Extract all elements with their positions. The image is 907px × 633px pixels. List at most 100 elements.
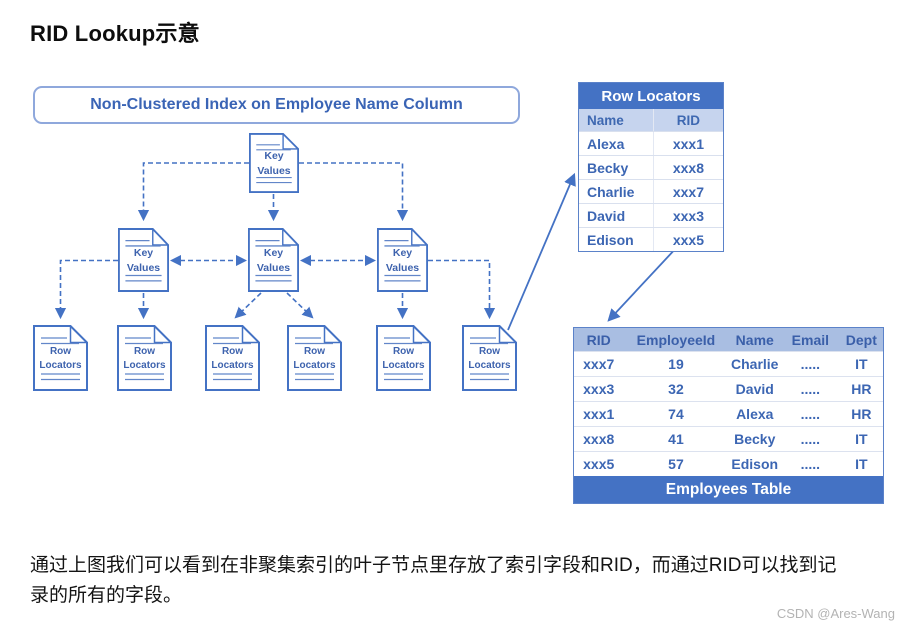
row-locators-table: Row Locators Name RID Alexa xxx1 Becky x… [578,82,724,252]
cell-rid: xxx7 [672,183,704,200]
cell-rid: xxx7 [583,356,615,372]
row-locators-node-3: Row Locators [205,325,260,391]
table-row: Edison xxx5 [579,227,723,251]
edge-root-to-mid-left [137,162,249,222]
node-label: Row Locators [382,346,425,371]
cell-email: ..... [800,381,821,397]
cell-name: Alexa [579,132,654,155]
key-values-node-root: Key Values [249,133,299,193]
edge-root-to-mid-right [299,162,409,222]
cell-eid: 74 [668,406,684,422]
cell-eid: 57 [668,456,684,472]
cell-name: Charlie [579,180,654,203]
edge-mid-right-to-leaf-6 [428,259,496,320]
csdn-watermark: CSDN @Ares-Wang [776,606,895,621]
cell-dept: HR [851,381,872,397]
employees-header-row: RID EmployeeId Name Email Dept [574,328,883,351]
caption-line: 录的所有的字段。 [30,585,183,606]
index-banner-label: Non-Clustered Index on Employee Name Col… [90,96,463,113]
row-locators-node-5: Row Locators [376,325,431,391]
column-header-rid: RID [586,331,611,348]
employees-table-caption: Employees Table [574,476,883,503]
document-icon [118,228,169,292]
table-row: Becky xxx8 [579,155,723,179]
edge-mid-center-to-leaf-3 [234,292,262,319]
node-label: Row Locators [468,346,511,371]
column-header-name: Name [579,109,654,131]
row-locators-node-1: Row Locators [33,325,88,391]
table-row: xxx8 41 Becky ..... IT [574,426,883,451]
key-values-node-mid-right: Key Values [377,228,428,292]
column-header-dept: Dept [845,331,877,348]
employees-table: RID EmployeeId Name Email Dept xxx7 19 C… [573,327,884,504]
cell-rid: xxx3 [672,207,704,224]
node-label: Key Values [257,150,291,177]
cell-email: ..... [800,456,821,472]
table-row: xxx3 32 David ..... HR [574,376,883,401]
cell-name: Alexa [736,406,774,422]
document-icon [287,325,342,391]
cell-name: Edison [579,228,654,251]
edge-row-locators-to-employees-table [607,245,679,322]
cell-name: Becky [734,431,776,447]
cell-name: David [735,381,774,397]
column-header-name: Name [735,331,774,348]
edge-mid-left-to-leaf-1 [54,259,118,320]
document-icon [377,228,428,292]
table-row: David xxx3 [579,203,723,227]
table-row: Alexa xxx1 [579,131,723,155]
cell-name: David [579,204,654,227]
cell-name: Edison [731,456,779,472]
cell-eid: 41 [668,431,684,447]
row-locators-header-row: Name RID [579,109,723,131]
row-locators-node-4: Row Locators [287,325,342,391]
cell-rid: xxx1 [583,406,615,422]
cell-email: ..... [800,356,821,372]
cell-rid: xxx5 [583,456,615,472]
cell-dept: IT [855,456,868,472]
node-label: Row Locators [211,346,254,371]
cell-name: Becky [579,156,654,179]
column-header-employeeid: EmployeeId [636,331,716,348]
document-icon [205,325,260,391]
cell-dept: IT [855,431,868,447]
edge-leaf-to-row-locators-table [507,172,576,331]
cell-rid: xxx8 [583,431,615,447]
key-values-node-mid-center: Key Values [248,228,299,292]
table-row: xxx7 19 Charlie ..... IT [574,351,883,376]
cell-eid: 32 [668,381,684,397]
node-label: Row Locators [39,346,82,371]
page-title: RID Lookup示意 [30,21,200,46]
caption-line: 通过上图我们可以看到在非聚集索引的叶子节点里存放了索引字段和RID，而通过RID… [30,555,837,576]
node-label: Row Locators [293,346,336,371]
cell-eid: 19 [668,356,684,372]
cell-rid: xxx5 [672,231,704,248]
row-locators-table-title: Row Locators [579,83,723,109]
document-icon [248,228,299,292]
document-icon [33,325,88,391]
row-locators-node-2: Row Locators [117,325,172,391]
document-icon [462,325,517,391]
table-row: xxx5 57 Edison ..... IT [574,451,883,476]
column-header-email: Email [791,331,830,348]
node-label: Row Locators [123,346,166,371]
column-header-rid: RID [676,112,701,128]
row-locators-node-6: Row Locators [462,325,517,391]
cell-rid: xxx1 [672,135,704,152]
node-label: Key Values [256,247,291,274]
cell-dept: HR [851,406,872,422]
key-values-node-mid-left: Key Values [118,228,169,292]
cell-rid: xxx3 [583,381,615,397]
cell-email: ..... [800,406,821,422]
cell-dept: IT [855,356,868,372]
table-row: Charlie xxx7 [579,179,723,203]
cell-rid: xxx8 [672,159,704,176]
node-label: Key Values [385,247,420,274]
cell-name: Charlie [731,356,779,372]
document-icon [249,133,299,193]
document-icon [117,325,172,391]
cell-email: ..... [800,431,821,447]
table-row: xxx1 74 Alexa ..... HR [574,401,883,426]
document-icon [376,325,431,391]
